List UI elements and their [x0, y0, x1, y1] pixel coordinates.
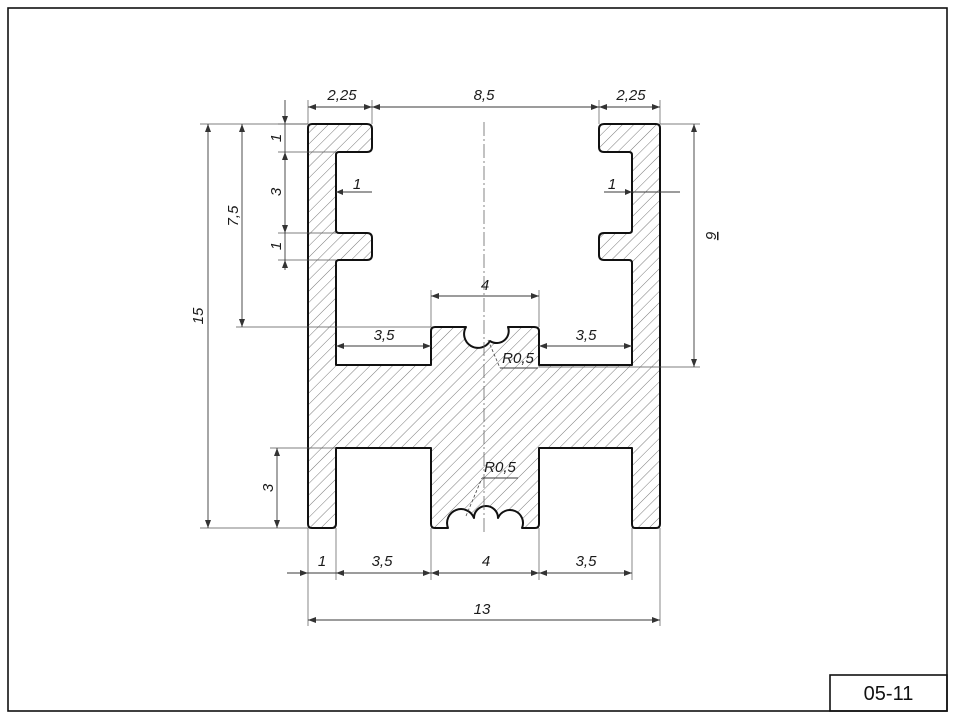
drawing-code: 05-11: [864, 683, 914, 705]
radius-callouts: R0,5 R0,5: [465, 339, 538, 517]
dim-bottom-wall: 1: [318, 553, 326, 570]
dim-center-block: 4: [481, 277, 489, 294]
dim-leg-height: 3: [260, 483, 277, 492]
slot-depth-dimensions: 1 1: [336, 176, 680, 195]
top-dimensions: 2,25 8,5 2,25: [307, 87, 661, 124]
bottom-dimensions: 1 3,5 4 3,5 13: [287, 528, 661, 626]
dim-bottom-radius: R0,5: [484, 459, 516, 476]
drawing-frame: [7, 7, 948, 712]
title-block: 05-11: [829, 674, 948, 712]
dim-left-tooth: 1: [268, 134, 285, 142]
dim-right-height: 9: [703, 231, 720, 240]
dim-top-right-flange: 2,25: [615, 87, 646, 104]
dim-top-left-flange: 2,25: [326, 87, 357, 104]
dim-overall-width: 13: [474, 601, 491, 618]
right-height-dimension: 9: [539, 123, 720, 368]
dim-bottom-slot-left: 3,5: [372, 553, 394, 570]
dim-bottom-center: 4: [482, 553, 490, 570]
dim-top-radius: R0,5: [502, 350, 534, 367]
dim-right-slot-depth: 1: [608, 176, 616, 193]
dim-inner-right: 3,5: [576, 327, 598, 344]
height-dimensions: 7,5 15: [190, 123, 431, 529]
dim-left-groove: 3: [268, 187, 285, 196]
dim-left-slot-depth: 1: [353, 176, 361, 193]
leg-height-dimension: 3: [260, 447, 336, 528]
inner-width-dimensions: 3,5 3,5: [336, 327, 632, 349]
center-block-dimension: 4: [430, 277, 540, 327]
dim-upper-height: 7,5: [225, 205, 242, 227]
dim-overall-height: 15: [190, 307, 207, 324]
dim-top-gap: 8,5: [474, 87, 496, 104]
dim-left-tooth-2: 1: [268, 242, 285, 250]
dim-bottom-slot-right: 3,5: [576, 553, 598, 570]
dim-inner-left: 3,5: [374, 327, 396, 344]
